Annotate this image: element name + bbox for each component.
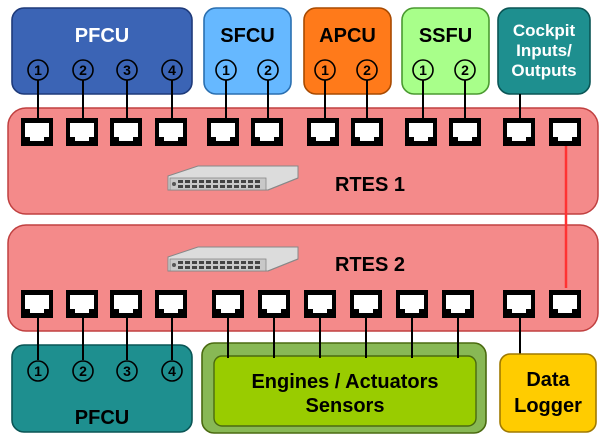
rtes-2-port-5 (212, 290, 244, 318)
rtes-1-port-5 (207, 118, 239, 146)
rtes-1-port-7 (307, 118, 339, 146)
rtes-1-port-9 (405, 118, 437, 146)
unit-bottom-pfcu-port-2-label: 2 (79, 363, 87, 379)
unit-top-ssfu-port-2-label: 2 (461, 62, 469, 78)
unit-bottom-engines-line-0: Engines / Actuators (251, 371, 438, 393)
rtes-1-port-2 (66, 118, 98, 146)
rtes-2-port-6 (258, 290, 290, 318)
unit-top-sfcu-port-1-label: 1 (222, 62, 230, 78)
rtes-2-label: RTES 2 (335, 254, 405, 276)
rtes-2-port-10 (442, 290, 474, 318)
unit-top-ssfu (401, 7, 490, 95)
rtes-2-port-7 (304, 290, 336, 318)
unit-top-ssfu-port-1-label: 1 (419, 62, 427, 78)
unit-top-cockpit-inputs-outputs-line-1: Inputs/ (516, 41, 572, 60)
unit-top-pfcu-label: PFCU (75, 25, 129, 47)
rtes-1-port-12 (549, 118, 581, 146)
rtes-1-port-1 (21, 118, 53, 146)
unit-bottom-pfcu-port-4 (161, 360, 183, 382)
unit-bottom-data-logger-line-1: Logger (514, 395, 582, 417)
unit-top-ssfu-label: SSFU (419, 25, 472, 47)
unit-top-pfcu-port-4-label: 4 (168, 62, 176, 78)
rtes-1-port-8 (351, 118, 383, 146)
unit-top-cockpit-inputs-outputs-line-2: Outputs (511, 61, 576, 80)
unit-bottom-pfcu-port-1 (27, 360, 49, 382)
unit-bottom-pfcu-port-2 (72, 360, 94, 382)
unit-top-pfcu-port-1-label: 1 (34, 62, 42, 78)
rtes-1-port-4 (155, 118, 187, 146)
unit-top-pfcu-port-2-label: 2 (79, 62, 87, 78)
rtes-2-port-9 (396, 290, 428, 318)
unit-top-apcu-port-1-label: 1 (321, 62, 329, 78)
rtes-2-port-8 (350, 290, 382, 318)
unit-bottom-pfcu (11, 344, 193, 433)
rtes-1-label: RTES 1 (335, 174, 405, 196)
unit-top-apcu-port-2-label: 2 (363, 62, 371, 78)
unit-bottom-pfcu-port-1-label: 1 (34, 363, 42, 379)
unit-top-apcu-label: APCU (319, 25, 376, 47)
unit-bottom-engines-line-1: Sensors (306, 395, 385, 417)
rtes-2-port-3 (110, 290, 142, 318)
rtes-2-port-1 (21, 290, 53, 318)
rtes-1-hardware-icon (167, 165, 299, 191)
unit-top-sfcu-label: SFCU (220, 25, 274, 47)
unit-bottom-pfcu-port-3-label: 3 (123, 363, 131, 379)
rtes-2-port-12 (549, 290, 581, 318)
rtes-2-port-4 (155, 290, 187, 318)
unit-top-sfcu (203, 7, 292, 95)
unit-top-pfcu (11, 7, 193, 95)
unit-bottom-pfcu-port-4-label: 4 (168, 363, 176, 379)
unit-top-cockpit-inputs-outputs-line-0: Cockpit (513, 21, 576, 40)
rtes-1-port-6 (251, 118, 283, 146)
unit-bottom-data-logger (499, 353, 597, 433)
rtes-1-port-10 (449, 118, 481, 146)
unit-top-apcu (303, 7, 392, 95)
unit-top-pfcu-port-3-label: 3 (123, 62, 131, 78)
rtes-1-port-11 (503, 118, 535, 146)
unit-bottom-pfcu-port-3 (116, 360, 138, 382)
unit-bottom-data-logger-line-0: Data (526, 369, 570, 391)
unit-bottom-pfcu-label: PFCU (75, 407, 129, 429)
rtes-2-port-11 (503, 290, 535, 318)
unit-top-sfcu-port-2-label: 2 (264, 62, 272, 78)
rtes-2-hardware-icon (167, 246, 299, 272)
rtes-1-port-3 (110, 118, 142, 146)
unit-top-cockpit-inputs-outputs (497, 7, 591, 95)
rtes-2-port-2 (66, 290, 98, 318)
unit-bottom-engines (213, 355, 477, 427)
